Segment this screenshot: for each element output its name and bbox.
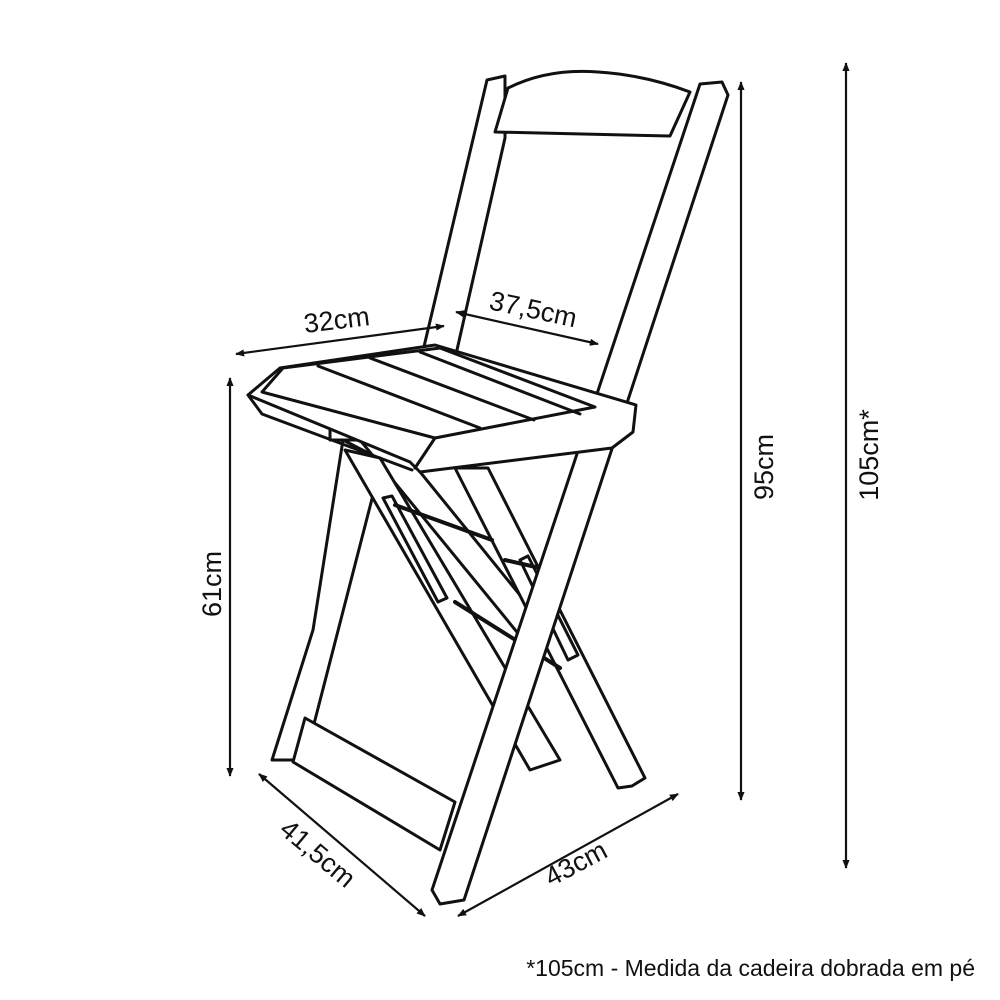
- folded-height-label: 105cm*: [854, 409, 884, 501]
- seat-height-label: 61cm: [197, 551, 227, 617]
- footnote: *105cm - Medida da cadeira dobrada em pé: [526, 955, 975, 981]
- cross-bar-upper: [393, 503, 494, 542]
- leg-slot-left: [381, 494, 449, 604]
- seat-front-label: 32cm: [302, 301, 371, 339]
- seat-front-edge: [246, 393, 437, 472]
- base-left-arrow: [258, 773, 426, 917]
- seat-slats: [316, 350, 582, 430]
- chair-height-label: 95cm: [749, 434, 779, 500]
- base-right-label: 43cm: [540, 835, 612, 892]
- seat-front-arrow: [235, 323, 445, 357]
- foot-bar: [291, 716, 457, 852]
- back-left-rail: [416, 74, 507, 374]
- seat-depth-label: 37,5cm: [487, 286, 580, 334]
- back-top-rest: [493, 69, 692, 138]
- seat-top: [260, 346, 597, 440]
- chair-drawing: [246, 69, 730, 906]
- dimension-lines: [226, 62, 850, 917]
- cross-bar-middle: [503, 558, 542, 570]
- seat-depth-arrow: [455, 310, 599, 346]
- base-right-arrow: [457, 793, 679, 917]
